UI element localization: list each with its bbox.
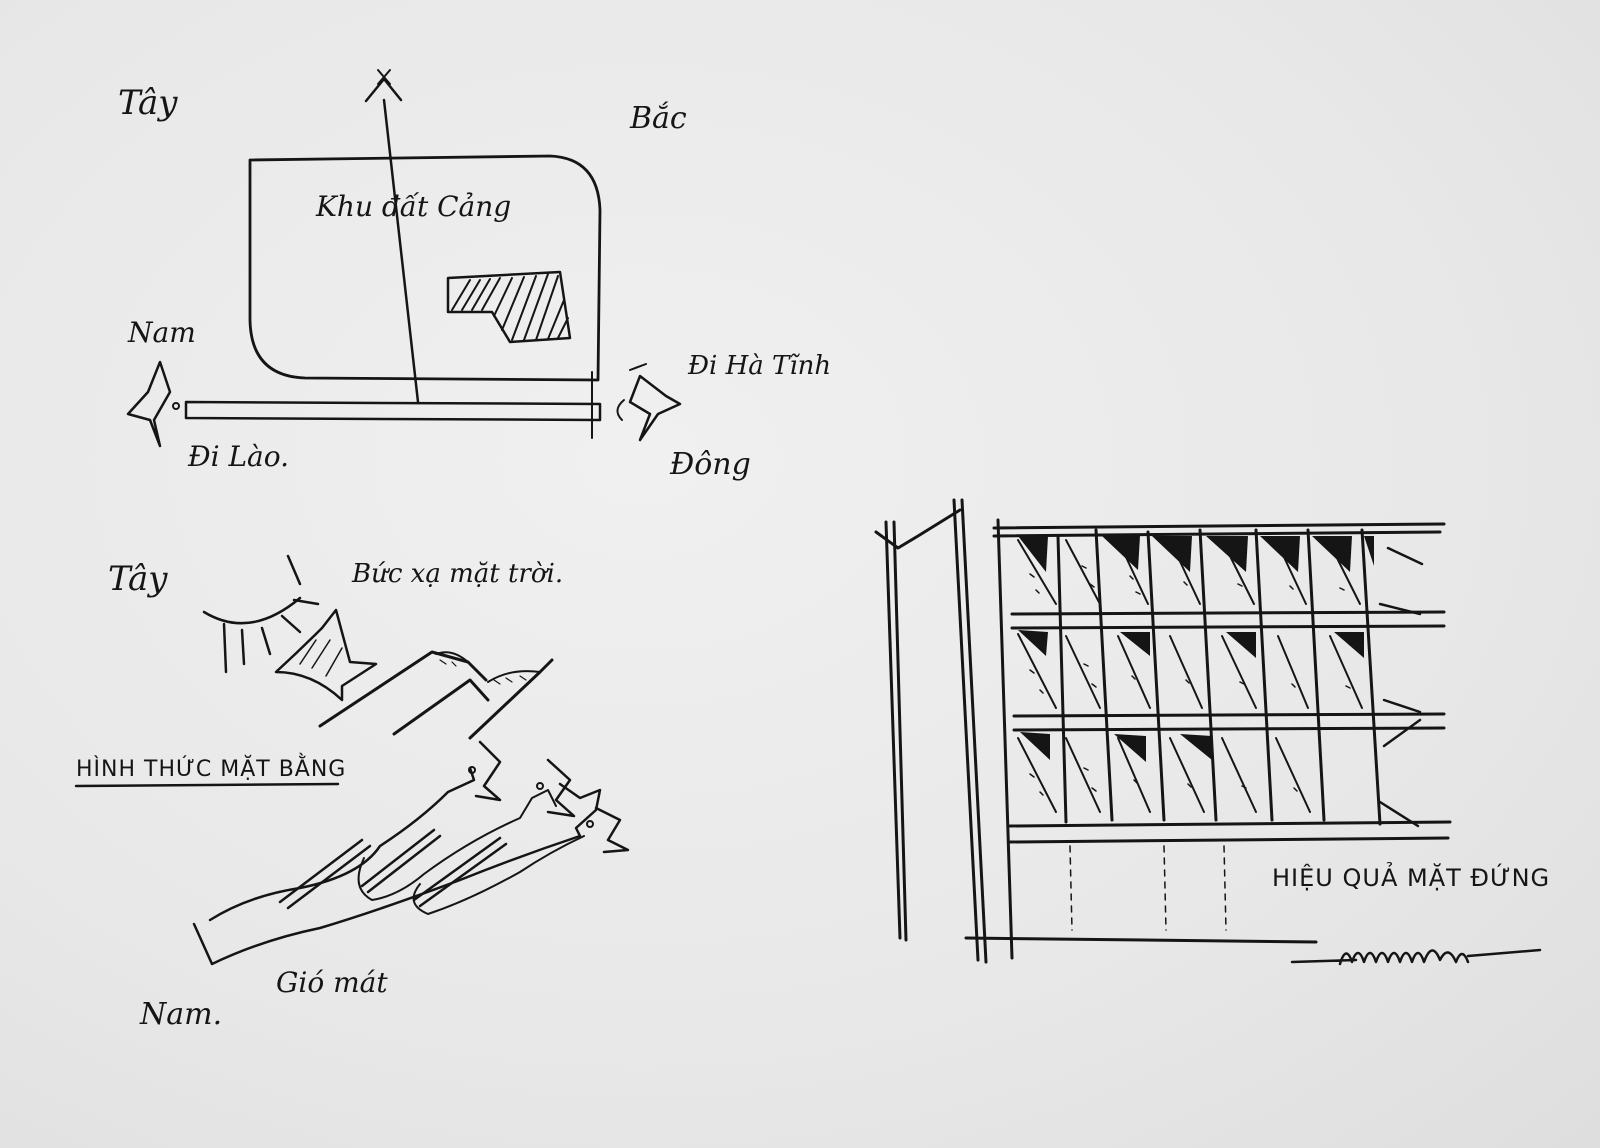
hatched-building xyxy=(446,270,572,344)
label-site: Khu đất Cảng xyxy=(315,190,511,223)
sun-icon xyxy=(202,554,320,674)
road-arrow-left-dot xyxy=(172,402,180,410)
label-road-right: Đi Hà Tĩnh xyxy=(687,351,831,381)
plan-form-sketch: Tây Bức xạ mặt trời. HÌNH THỨC MẶT BẰNG … xyxy=(74,554,630,1032)
label-south-lower: Nam. xyxy=(139,997,222,1032)
facade-top-slab xyxy=(992,522,1446,538)
building-fins xyxy=(318,650,554,740)
facade-ground-lines xyxy=(1069,845,1227,931)
road-arrow-left-icon xyxy=(126,360,172,448)
road-arrow-right-icon xyxy=(628,374,682,442)
road-line xyxy=(184,371,602,439)
facade-vertical-fins xyxy=(1056,528,1382,826)
label-sun-radiation: Bức xạ mặt trời. xyxy=(351,559,563,589)
north-arrow-icon xyxy=(364,69,420,404)
label-east: Đông xyxy=(669,447,751,482)
breeze-arrows xyxy=(192,740,630,966)
label-west-lower: Tây xyxy=(108,559,168,599)
title-underline xyxy=(74,782,340,788)
label-south: Nam xyxy=(127,316,196,349)
facade-stipple xyxy=(1029,565,1351,796)
site-plan-sketch: Tây Bắc Khu đất Cảng Nam Đi Hà Tĩnh Đi L… xyxy=(118,69,831,482)
radiation-arrow-icon xyxy=(274,608,378,702)
label-north: Bắc xyxy=(629,101,687,136)
facade-projections xyxy=(1378,546,1424,828)
facade-columns-left xyxy=(874,498,1014,964)
title-facade-effect: HIỆU QUẢ MẶT ĐỨNG xyxy=(1272,861,1550,892)
artist-signature xyxy=(1290,948,1542,966)
road-arrow-right-tail xyxy=(616,399,625,421)
label-west: Tây xyxy=(118,83,178,123)
label-road-left: Đi Lào. xyxy=(187,440,289,473)
label-breeze: Gió mát xyxy=(276,966,388,999)
title-plan-form: HÌNH THỨC MẶT BẰNG xyxy=(76,753,346,782)
facade-elevation-sketch: HIỆU QUẢ MẶT ĐỨNG xyxy=(874,498,1550,964)
facade-sun-shades xyxy=(1018,536,1374,762)
facade-shade-diagonals xyxy=(1017,539,1363,813)
site-boundary xyxy=(248,154,602,382)
